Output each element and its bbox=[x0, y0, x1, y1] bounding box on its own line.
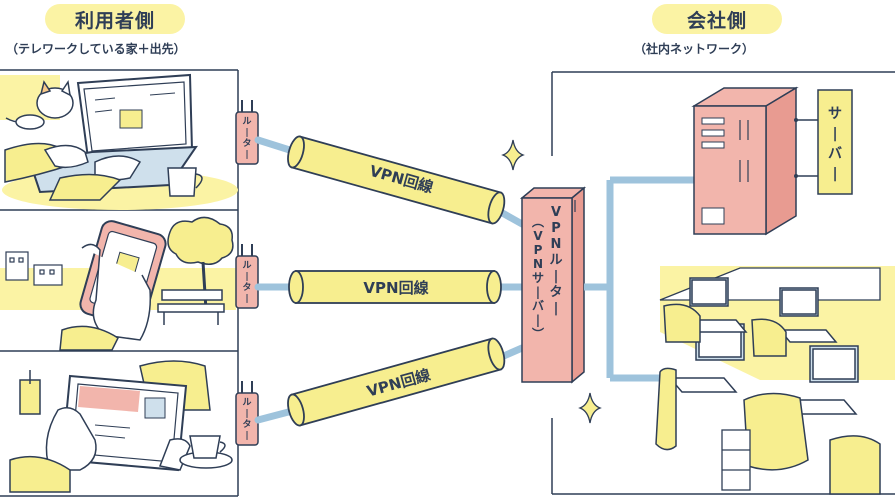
coffee-cup-icon bbox=[179, 435, 233, 469]
home-router-2 bbox=[235, 244, 259, 309]
home-router-2-label: ル|タ| bbox=[242, 260, 251, 304]
vpn-tunnel-3 bbox=[287, 337, 506, 427]
user-side-subtitle: （テレワークしている家＋出先） bbox=[6, 42, 186, 56]
office-scene bbox=[655, 266, 895, 495]
cat-icon bbox=[5, 79, 74, 130]
bench-icon bbox=[157, 289, 225, 325]
company-side-subtitle: （社内ネットワーク） bbox=[634, 42, 755, 56]
server-icon bbox=[691, 86, 820, 236]
server-label: サ|バ| bbox=[828, 106, 842, 182]
vpn-tunnel-1 bbox=[287, 135, 506, 225]
tablet-scene bbox=[9, 360, 233, 493]
vpn-router-icon bbox=[519, 186, 587, 384]
vpn-tunnel-2 bbox=[288, 270, 502, 304]
home-router-3-label: ル|タ| bbox=[242, 397, 251, 441]
buildings-icon bbox=[5, 251, 63, 286]
glass-icon bbox=[19, 370, 41, 415]
tree-icon bbox=[167, 216, 234, 311]
vpn-line-label-2: VPN回線 bbox=[363, 279, 428, 297]
chair-icons bbox=[655, 303, 881, 495]
server-label-box bbox=[817, 89, 853, 195]
sparkle-icons bbox=[501, 139, 602, 424]
smartphone-scene bbox=[0, 216, 236, 351]
laptop-scene bbox=[0, 73, 238, 210]
monitor-icons bbox=[668, 277, 859, 415]
user-side-title: 利用者側 bbox=[45, 4, 185, 34]
home-router-1-label: ル|タ| bbox=[242, 116, 251, 160]
mug-icon bbox=[167, 167, 203, 197]
company-side-title: 会社側 bbox=[652, 4, 782, 34]
company-network-lines bbox=[584, 176, 694, 382]
vpn-tunnels bbox=[287, 135, 506, 427]
